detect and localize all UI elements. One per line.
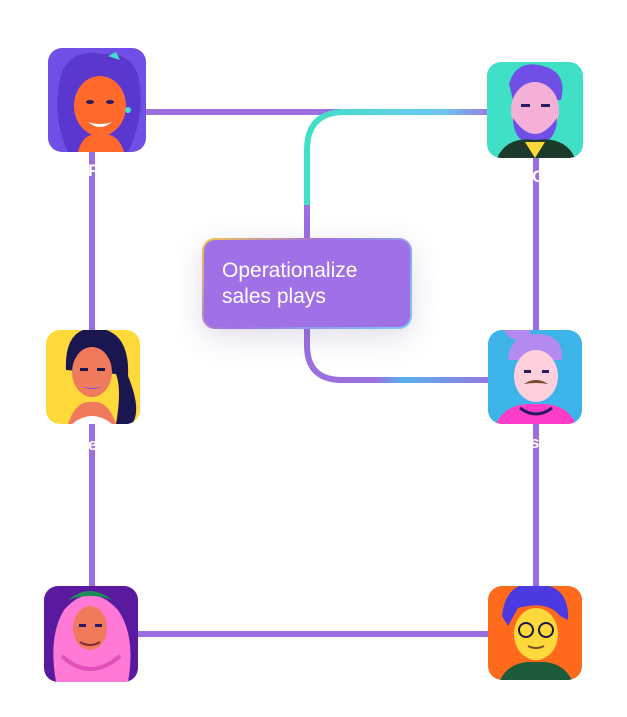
label-middle-right: s <box>530 433 540 452</box>
avatar-middle-left <box>46 330 140 424</box>
label-top-left: F <box>88 161 99 180</box>
card-line-2: sales plays <box>222 285 326 308</box>
label-top-right: C <box>532 167 545 186</box>
avatar-top-right <box>487 62 583 158</box>
curve-bottom <box>304 326 500 383</box>
label-middle-left: e <box>88 435 98 454</box>
card-line-1: Operationalize <box>222 259 358 282</box>
avatar-bottom-right <box>488 586 582 680</box>
avatar-middle-right <box>488 330 582 424</box>
curve-top <box>304 109 500 210</box>
avatar-top-left <box>48 48 146 152</box>
central-topic-card: Operationalize sales plays <box>202 238 412 329</box>
avatar-bottom-left <box>44 586 138 682</box>
